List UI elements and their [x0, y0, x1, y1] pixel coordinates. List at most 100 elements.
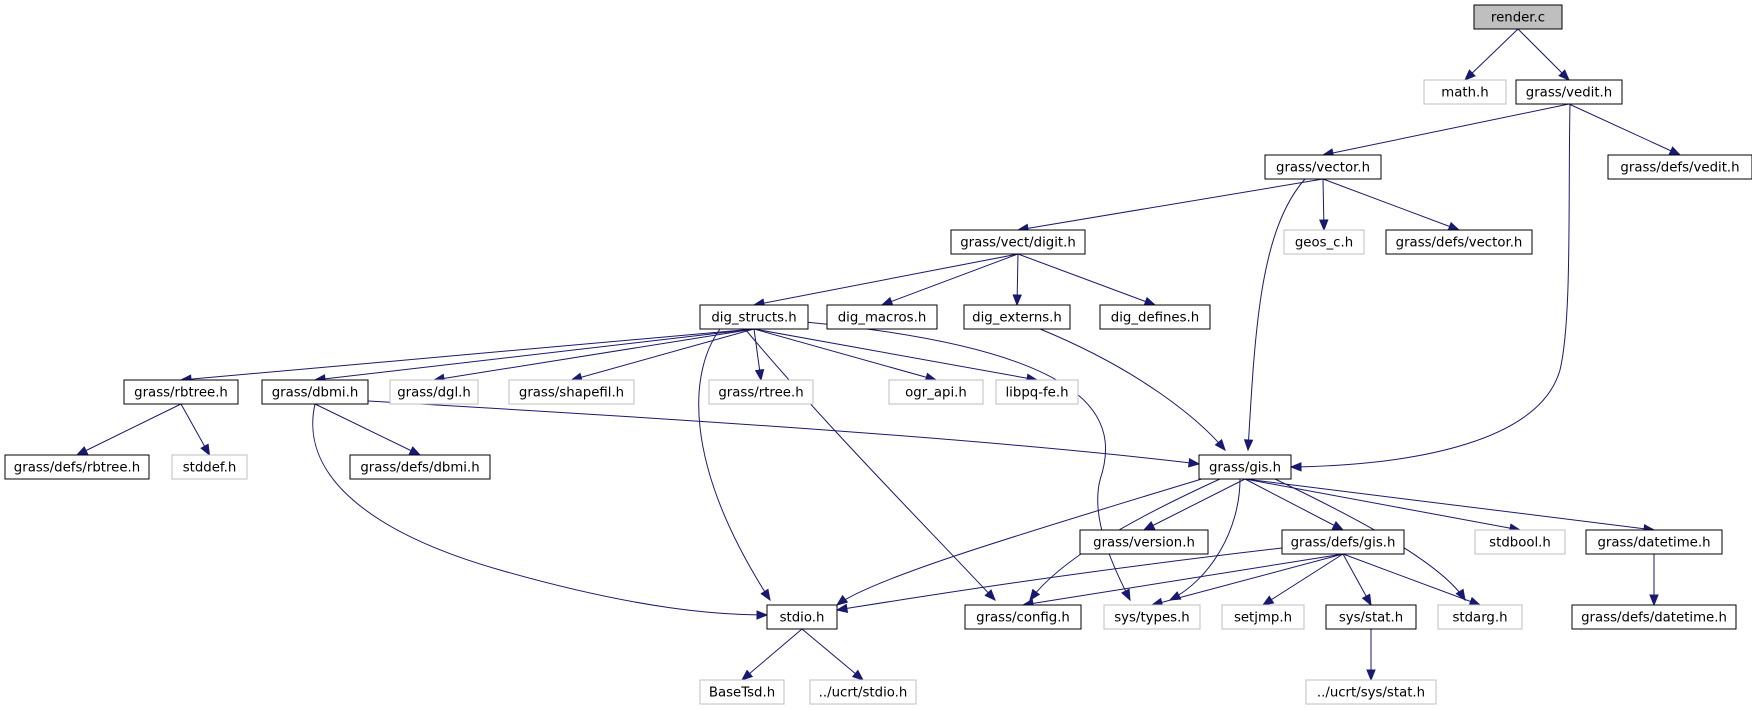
node-box	[1571, 604, 1737, 630]
node-defs-vector-h[interactable]: grass/defs/vector.h	[1385, 229, 1533, 255]
node-defs-dbmi-h[interactable]: grass/defs/dbmi.h	[349, 454, 491, 480]
node-label: dig_externs.h	[972, 311, 1062, 326]
node-stdio-h[interactable]: stdio.h	[766, 604, 838, 630]
node-datetime-h[interactable]: grass/datetime.h	[1585, 529, 1723, 555]
node-box	[1264, 154, 1382, 180]
edge-vector_h-to-digit_h	[1016, 178, 1324, 233]
arrow-head-icon	[1143, 296, 1157, 306]
edge-line	[753, 328, 1038, 381]
arrow-head-icon	[754, 368, 765, 382]
arrow-head-icon	[740, 669, 754, 681]
edge-line	[741, 628, 803, 681]
node-defs-rbtree-h[interactable]: grass/defs/rbtree.h	[4, 454, 150, 480]
node-label: render.c	[1491, 11, 1545, 26]
arrow-head-icon	[835, 594, 849, 606]
edge-dig_structs_h-to-libpq_fe_h	[753, 328, 1039, 383]
node-label: grass/shapefil.h	[519, 386, 624, 401]
node-box	[826, 304, 938, 330]
node-label: grass/rtree.h	[718, 386, 803, 401]
node-libpq-fe-h: libpq-fe.h	[995, 379, 1079, 405]
edge-defs_gis_h-to-stdio_h	[835, 547, 1283, 614]
node-geos-c-h: geos_c.h	[1283, 229, 1365, 255]
node-box	[508, 379, 635, 405]
arrow-head-icon	[1188, 458, 1201, 468]
node-vedit-h[interactable]: grass/vedit.h	[1515, 79, 1623, 105]
node-label: grass/datetime.h	[1597, 536, 1710, 551]
node-defs-gis-h[interactable]: grass/defs/gis.h	[1281, 529, 1405, 555]
edge-render_c-to-math_h	[1464, 28, 1519, 81]
node-box	[1473, 4, 1563, 30]
node-box	[1474, 529, 1566, 555]
node-box	[1607, 154, 1752, 180]
node-dig-defines-h[interactable]: dig_defines.h	[1099, 304, 1211, 330]
node-digit-h[interactable]: grass/vect/digit.h	[950, 229, 1086, 255]
node-ucrt-sys-stat-h: ../ucrt/sys/stat.h	[1305, 679, 1437, 705]
node-defs-vedit-h[interactable]: grass/defs/vedit.h	[1607, 154, 1752, 180]
node-ogr-api-h: ogr_api.h	[888, 379, 984, 405]
edge-line	[312, 403, 768, 616]
node-defs-datetime-h[interactable]: grass/defs/datetime.h	[1571, 604, 1737, 630]
edge-gis_h-to-defs_gis_h	[1244, 478, 1345, 531]
node-box	[1437, 604, 1523, 630]
node-box	[4, 454, 150, 480]
edge-dbmi_h-to-gis_h	[367, 400, 1201, 468]
node-box	[123, 379, 239, 405]
node-label: ogr_api.h	[905, 386, 967, 401]
edge-dbmi_h-to-defs_dbmi_h	[314, 403, 422, 456]
edge-line	[836, 477, 1206, 606]
edge-dbmi_h-to-stdio_h	[312, 403, 769, 620]
node-box	[1198, 454, 1292, 480]
node-version-h[interactable]: grass/version.h	[1079, 529, 1209, 555]
arrow-head-icon	[1289, 462, 1302, 472]
edge-line	[881, 253, 1019, 306]
edge-line	[753, 253, 1019, 306]
node-sys-stat-h[interactable]: sys/stat.h	[1325, 604, 1417, 630]
edge-line	[1568, 103, 1681, 156]
node-render-c[interactable]: render.c	[1473, 4, 1563, 30]
node-label: grass/defs/dbmi.h	[360, 461, 479, 476]
edge-line	[1262, 553, 1344, 606]
node-rbtree-h[interactable]: grass/rbtree.h	[123, 379, 239, 405]
node-box	[699, 304, 809, 330]
node-stdbool-h: stdbool.h	[1474, 529, 1566, 555]
edge-line	[571, 328, 755, 381]
node-label: grass/dgl.h	[397, 386, 471, 401]
edge-line	[1244, 478, 1655, 531]
node-rtree-h: grass/rtree.h	[708, 379, 814, 405]
node-config-h[interactable]: grass/config.h	[964, 604, 1082, 630]
node-box	[708, 379, 814, 405]
node-box	[389, 379, 479, 405]
node-box	[963, 304, 1071, 330]
edge-vector_h-to-defs_vector_h	[1322, 178, 1461, 231]
node-box	[950, 229, 1086, 255]
node-box	[766, 604, 838, 630]
node-box	[995, 379, 1079, 405]
edge-line	[367, 400, 1200, 465]
node-vector-h[interactable]: grass/vector.h	[1264, 154, 1382, 180]
edge-dig_structs_h-to-sys_types_h	[804, 321, 1131, 602]
arrow-head-icon	[1668, 146, 1682, 156]
node-dig-structs-h[interactable]: dig_structs.h	[699, 304, 809, 330]
edge-digit_h-to-dig_macros_h	[880, 253, 1019, 306]
edge-digit_h-to-dig_structs_h	[752, 253, 1019, 308]
edge-line	[1017, 178, 1324, 231]
arrow-head-icon	[75, 446, 89, 456]
edge-dig_structs_h-to-rtree_h	[753, 328, 765, 382]
edge-stdio_h-to-basetsd_h	[740, 628, 803, 681]
node-shapefil-h: grass/shapefil.h	[508, 379, 635, 405]
edge-defs_gis_h-to-sys_stat_h	[1342, 553, 1372, 607]
edge-line	[1017, 253, 1156, 306]
node-label: sys/stat.h	[1339, 611, 1403, 626]
arrow-head-icon	[1361, 593, 1372, 607]
node-sys-types-h: sys/types.h	[1103, 604, 1201, 630]
edge-line	[1022, 553, 1344, 606]
node-dig-macros-h[interactable]: dig_macros.h	[826, 304, 938, 330]
node-dig-externs-h[interactable]: dig_externs.h	[963, 304, 1071, 330]
node-dbmi-h[interactable]: grass/dbmi.h	[261, 379, 369, 405]
edge-line	[1517, 28, 1570, 81]
node-gis-h[interactable]: grass/gis.h	[1198, 454, 1292, 480]
edge-defs_gis_h-to-config_h	[1021, 553, 1344, 609]
edge-line	[804, 321, 1131, 601]
arrow-head-icon	[408, 446, 422, 456]
